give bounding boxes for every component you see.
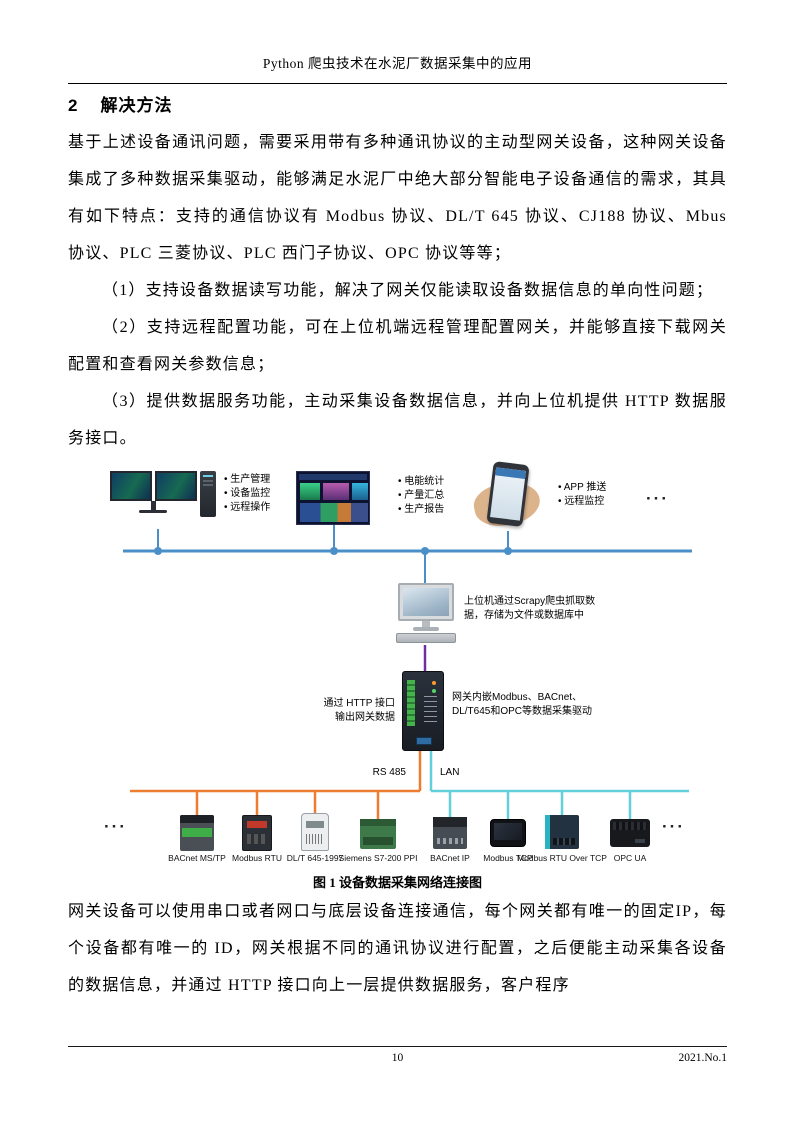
dashboard-titlebar (299, 474, 367, 480)
gateway-terminal-block (407, 680, 415, 726)
device-label: DL/T 645-1997 (286, 853, 344, 863)
gateway-led (432, 681, 436, 685)
figure-caption: 图 1 设备数据采集网络连接图 (312, 875, 482, 890)
section-title: 解决方法 (100, 96, 173, 115)
label-item: 产量汇总 (398, 489, 444, 503)
mobile-phone-icon (466, 461, 550, 533)
figure-wiring (123, 525, 692, 821)
page-footer: 10 2021.No.1 (68, 1046, 727, 1064)
dashboard-chart-purple (323, 483, 349, 500)
ellipsis-more-rs485-devices: ··· (104, 817, 127, 836)
dlt645-meter-icon (301, 813, 329, 851)
issue-label: 2021.No.1 (678, 1052, 727, 1064)
pc-tower-icon (200, 471, 216, 517)
section-heading: 2 解决方法 (68, 91, 172, 116)
device-label: Modbus TCP (483, 853, 533, 863)
gateway-note-right: 网关内嵌Modbus、BACnet、 DL/T645和OPC等数据采集驱动 (452, 692, 593, 717)
modbus-tcp-device-icon (490, 819, 526, 847)
label-item: 远程监控 (558, 495, 606, 509)
mobile-labels: APP 推送 远程监控 (558, 481, 607, 509)
label-item: APP 推送 (558, 481, 607, 495)
section-number: 2 (68, 96, 79, 115)
page-number: 10 (391, 1052, 404, 1064)
paragraph: （2）支持远程配置功能，可在上位机端远程管理配置网关，并能够直接下载网关配置和查… (68, 319, 727, 373)
paragraph: （3）提供数据服务功能，主动采集设备数据信息，并向上位机提供 HTTP 数据服务… (68, 393, 727, 447)
monitor-stand (151, 501, 156, 510)
host-screen (403, 588, 449, 616)
host-computer-icon (396, 583, 456, 645)
monitor-icon (110, 471, 152, 501)
device-label: OPC UA (613, 853, 647, 863)
rs485-bus-label: RS 485 (372, 767, 406, 778)
ellipsis-more-clients: ··· (646, 489, 669, 508)
lan-bus-label: LAN (440, 767, 460, 778)
article-body: 基于上述设备通讯问题，需要采用带有多种通讯协议的主动型网关设备，这种网关设备集成… (68, 124, 727, 1004)
gateway-note-left: 通过 HTTP 接口 输出网关数据 (323, 698, 395, 723)
bus-junction-dots (154, 547, 512, 555)
monitor-base (139, 510, 167, 513)
device-label: Modbus RTU (232, 853, 282, 863)
device-label: Modbus RTU Over TCP (517, 853, 607, 863)
ellipsis-more-lan-devices: ··· (662, 817, 685, 836)
dashboard-chart-green (300, 483, 320, 500)
label-item: 设备监控 (224, 487, 270, 501)
paragraph: （1）支持设备数据读写功能，解决了网关仅能读取设备数据信息的单向性问题； (102, 282, 714, 299)
label-item: 生产报告 (398, 503, 444, 517)
host-monitor (398, 583, 454, 621)
phone-screen (490, 467, 526, 521)
host-note: 上位机通过Scrapy爬虫抓取数 据，存储为文件或数据库中 (464, 596, 596, 621)
label-item: 生产管理 (224, 473, 270, 487)
keyboard-icon (396, 633, 456, 643)
bacnet-mstp-device-icon (180, 815, 214, 851)
paragraph: 基于上述设备通讯问题，需要采用带有多种通讯协议的主动型网关设备，这种网关设备集成… (68, 134, 727, 262)
label-item: 远程操作 (224, 501, 270, 515)
gateway-text-lines (424, 696, 437, 722)
host-monitor-neck (422, 621, 430, 628)
host-monitor-base (413, 627, 439, 631)
paragraph: 网关设备可以使用串口或者网口与底层设备连接通信，每个网关都有唯一的固定IP，每个… (68, 903, 727, 994)
dashboard-labels: 电能统计 产量汇总 生产报告 (398, 475, 444, 517)
device-label: BACnet IP (430, 853, 470, 863)
gateway-serial-port (416, 737, 432, 745)
phone-body (486, 461, 530, 527)
dashboard-chart-row (300, 503, 368, 522)
modbus-rtu-device-icon (242, 815, 272, 851)
monitor-icon (155, 471, 197, 501)
opc-ua-device-icon (610, 819, 650, 847)
siemens-plc-icon (360, 819, 396, 849)
device-label: Siemens S7-200 PPI (338, 853, 418, 863)
workstation-labels: 生产管理 设备监控 远程操作 (224, 473, 270, 515)
figure-1-network-diagram: 生产管理 设备监控 远程操作 电能统计 产量汇总 生产报告 (68, 459, 725, 871)
workstation-icon (110, 471, 216, 531)
bacnet-ip-device-icon (433, 817, 467, 849)
gateway-device-icon (402, 671, 444, 751)
dashboard-chart-blue (352, 483, 368, 500)
running-head-title: Python 爬虫技术在水泥厂数据采集中的应用 (68, 52, 727, 84)
modbus-rtu-over-tcp-device-icon (545, 815, 579, 849)
dashboard-screen-icon (296, 471, 370, 525)
device-label: BACnet MS/TP (168, 853, 226, 863)
label-item: 电能统计 (398, 475, 444, 489)
